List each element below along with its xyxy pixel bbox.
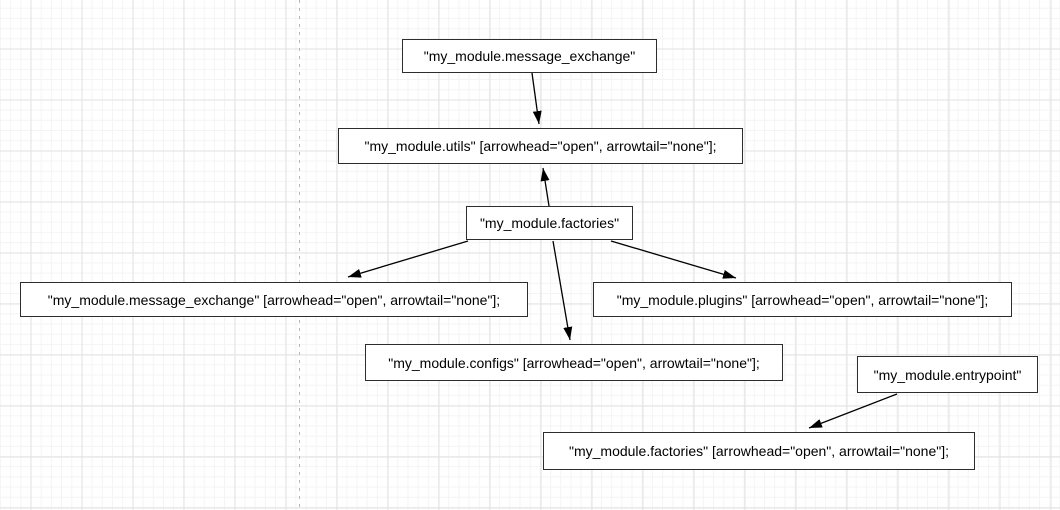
node-factories-statement[interactable]: "my_module.factories" [arrowhead="open",… xyxy=(543,432,975,470)
edge-factories-node-to-message-exchange-statement[interactable] xyxy=(347,240,469,278)
node-factories-node[interactable]: "my_module.factories" xyxy=(466,206,633,240)
node-entrypoint-node[interactable]: "my_module.entrypoint" xyxy=(857,356,1038,393)
node-plugins-statement[interactable]: "my_module.plugins" [arrowhead="open", a… xyxy=(593,282,1012,317)
edge-factories-node-to-utils-statement[interactable] xyxy=(540,167,550,207)
node-configs-statement[interactable]: "my_module.configs" [arrowhead="open", a… xyxy=(365,344,783,381)
node-message-exchange-statement[interactable]: "my_module.message_exchange" [arrowhead=… xyxy=(20,282,528,317)
node-utils-statement[interactable]: "my_module.utils" [arrowhead="open", arr… xyxy=(338,128,743,164)
edge-entrypoint-node-to-factories-statement[interactable] xyxy=(808,393,898,429)
node-message-exchange-node[interactable]: "my_module.message_exchange" xyxy=(402,39,657,73)
edge-message-exchange-node-to-utils-statement[interactable] xyxy=(531,72,542,125)
edge-factories-node-to-plugins-statement[interactable] xyxy=(610,240,737,279)
edge-factories-node-to-configs-statement[interactable] xyxy=(552,240,573,341)
